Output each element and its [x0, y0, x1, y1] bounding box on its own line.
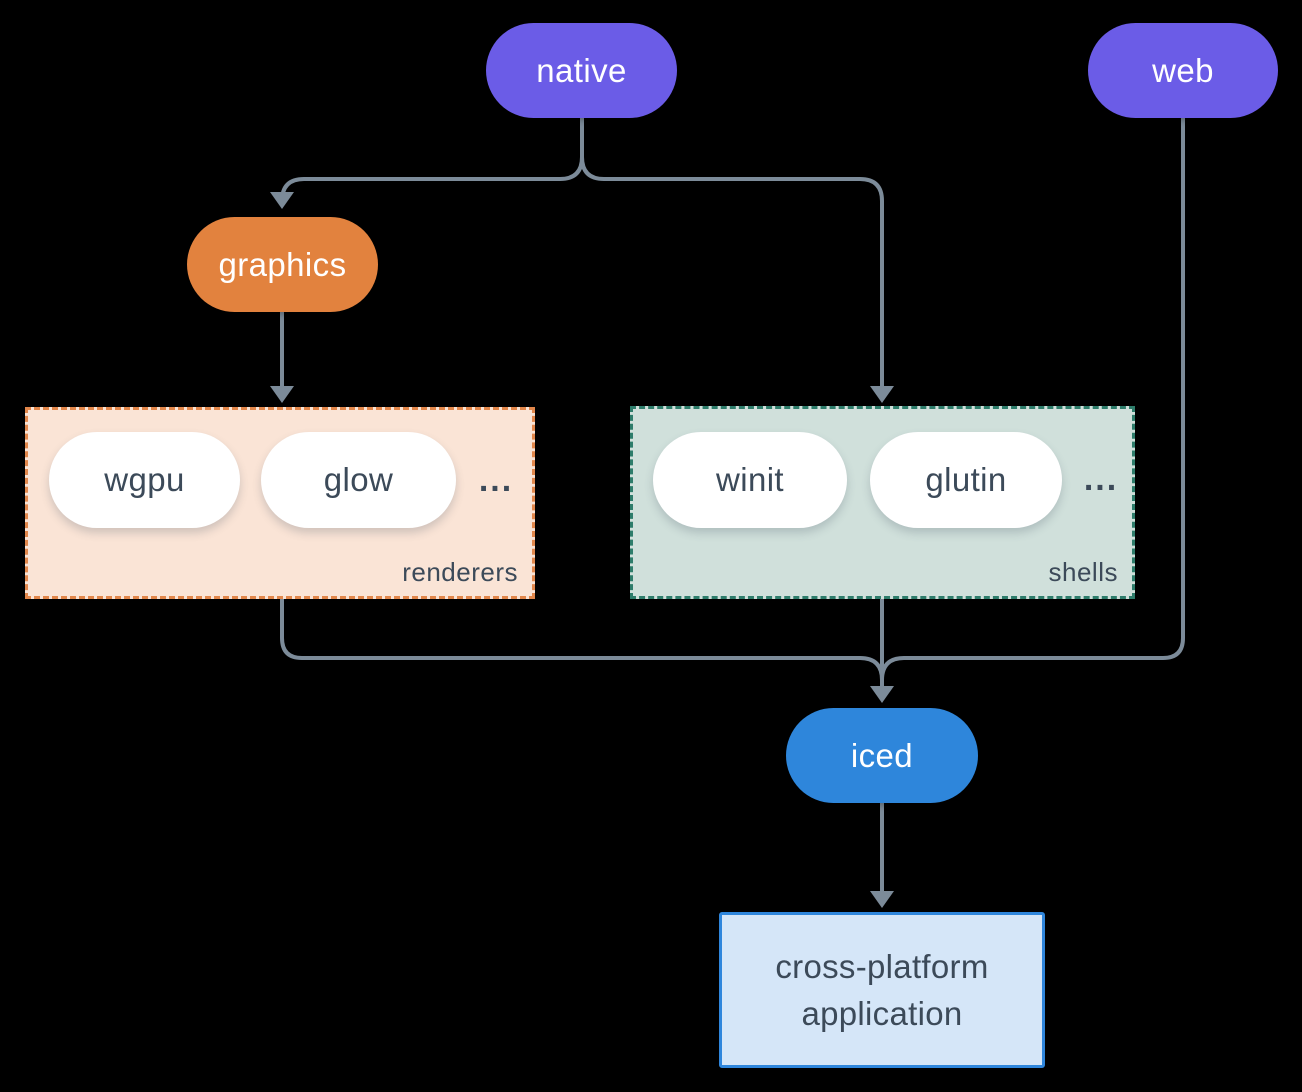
node-glow: glow [261, 432, 456, 528]
node-web-label: web [1152, 51, 1214, 89]
node-glow-label: glow [323, 461, 394, 498]
arrowhead-into-shells [870, 386, 894, 403]
node-wgpu: wgpu [49, 432, 240, 528]
node-native: native [486, 23, 677, 118]
shells-group-label: shells [1048, 557, 1118, 587]
edge-renderers-to-iced [280, 599, 884, 681]
edge-web-to-iced [880, 118, 1185, 681]
application-label: cross-platform application [775, 948, 989, 1032]
renderers-group-label: renderers [402, 557, 518, 587]
group-renderers: wgpu glow ... renderers [25, 407, 535, 599]
node-wgpu-label: wgpu [104, 461, 185, 498]
node-iced: iced [786, 708, 978, 803]
node-glutin: glutin [870, 432, 1062, 528]
node-glutin-label: glutin [925, 461, 1007, 498]
shells-ellipsis: ... [1083, 459, 1119, 498]
arrowhead-into-graphics [270, 192, 294, 209]
renderers-ellipsis: ... [478, 460, 514, 499]
node-winit-label: winit [715, 461, 785, 498]
node-native-label: native [536, 51, 627, 89]
edge-native-to-graphics [280, 118, 584, 202]
arrowhead-into-renderers [270, 386, 294, 403]
node-cross-platform-application: cross-platform application [719, 912, 1045, 1068]
node-winit: winit [653, 432, 847, 528]
group-shells: winit glutin ... shells [630, 406, 1135, 599]
node-iced-label: iced [850, 736, 914, 774]
node-graphics-label: graphics [218, 245, 347, 283]
edge-native-to-shells [580, 118, 884, 387]
arrowhead-into-iced [870, 686, 894, 703]
arrowhead-into-application [870, 891, 894, 908]
node-web: web [1088, 23, 1278, 118]
node-graphics: graphics [187, 217, 378, 312]
